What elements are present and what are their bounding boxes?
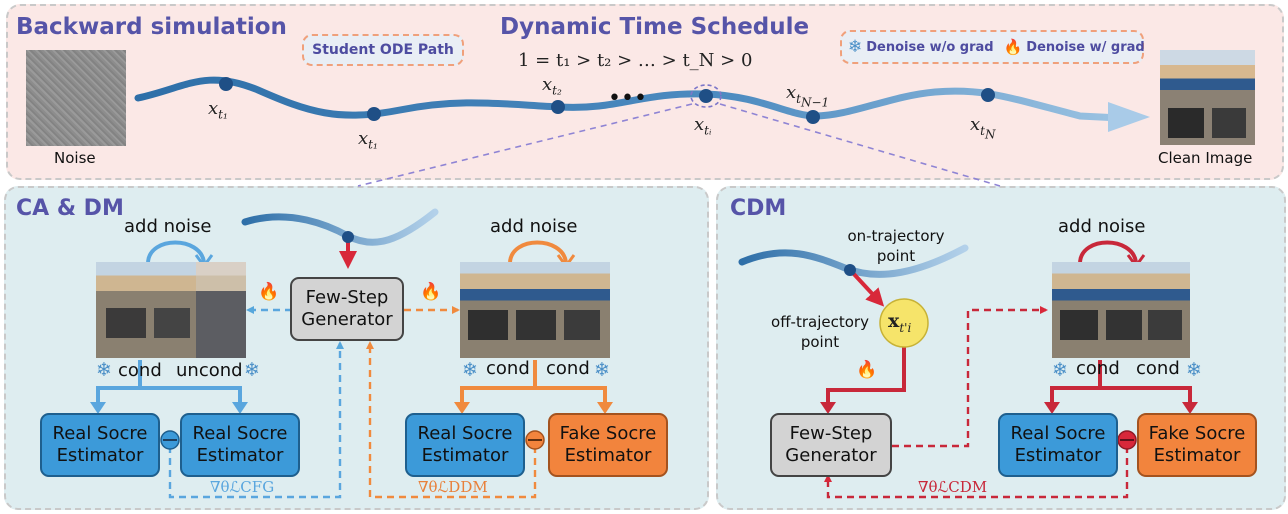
add-noise-label-left: add noise (124, 216, 212, 237)
snowflake-icon-4: ❄ (594, 359, 610, 381)
cdm-title: CDM (730, 196, 787, 221)
clean-image-label: Clean Image (1158, 149, 1253, 167)
ca-dm-title: CA & DM (16, 196, 124, 221)
schedule-equation: 1 = t₁ > t₂ > … > t_N > 0 (518, 50, 753, 71)
fire-icon: 🔥 (1003, 38, 1023, 56)
student-ode-path-tag: Student ODE Path (302, 34, 464, 66)
uncond-label: uncond (176, 360, 243, 381)
label-x-t1-a: xt₁ (208, 98, 228, 122)
real-score-estimator-4: Real Socre Estimator (998, 413, 1118, 477)
point-5 (806, 110, 820, 124)
legend: ❄ Denoise w/o grad 🔥 Denoise w/ grad (840, 30, 1145, 64)
cond-label-right-b: cond (1136, 358, 1180, 379)
snowflake-icon-1: ❄ (96, 359, 112, 381)
label-x-tN-1: xtN−1 (786, 82, 830, 109)
ca-dm-trajectory (241, 208, 439, 246)
snowflake-icon-6: ❄ (1186, 359, 1202, 381)
zoom-line-right (719, 103, 1001, 187)
fake-score-estimator-2: Fake Socre Estimator (1137, 413, 1257, 477)
grad-cdm-label: ∇θℒCDM (918, 478, 988, 496)
few-step-generator-right: Few-Step Generator (770, 413, 892, 477)
add-noise-loop-left (146, 240, 206, 263)
grad-ddm-label: ∇θℒDDM (418, 478, 488, 496)
label-x-ti: xtᵢ (694, 114, 712, 138)
ellipsis: ••• (608, 86, 647, 111)
trajectory-arrowhead (1108, 102, 1150, 132)
snowflake-icon-3: ❄ (462, 359, 478, 381)
real-score-estimator-3: Real Socre Estimator (405, 413, 525, 477)
noise-label: Noise (54, 149, 96, 167)
image-mid (460, 262, 610, 358)
point-6 (981, 88, 995, 102)
point-4 (699, 89, 713, 103)
off-trajectory-symbol: xt'i (888, 310, 912, 335)
add-noise-loop-mid (508, 240, 568, 263)
clean-image (1160, 50, 1255, 145)
cond-label-left: cond (118, 360, 162, 381)
student-ode-path (134, 76, 1124, 122)
minus-circle-right (1117, 430, 1137, 450)
zoom-line-left (357, 103, 693, 187)
cond-label-mid-a: cond (486, 358, 530, 379)
snowflake-icon-5: ❄ (1052, 359, 1068, 381)
minus-circle-mid (525, 430, 545, 450)
fire-icon-right: 🔥 (856, 360, 878, 380)
label-x-t2: xt₂ (542, 74, 562, 98)
fake-score-estimator-1: Fake Socre Estimator (548, 413, 668, 477)
on-trajectory-label: on-trajectory point (847, 227, 945, 265)
label-x-tN: xtN (970, 114, 996, 141)
backward-simulation-title: Backward simulation (16, 14, 287, 40)
off-trajectory-point (879, 298, 929, 348)
snowflake-icon: ❄ (848, 37, 863, 57)
grad-cfg-label: ∇θℒCFG (210, 478, 275, 496)
image-right (1052, 262, 1190, 358)
image-left (96, 262, 246, 358)
cdm-gen-to-image (892, 306, 1048, 448)
add-noise-label-mid: add noise (490, 216, 578, 237)
off-trajectory-arrow (850, 270, 885, 307)
selected-point-ring (690, 84, 722, 108)
point-2 (367, 107, 381, 121)
real-score-estimator-1: Real Socre Estimator (40, 413, 160, 477)
add-noise-label-right: add noise (1058, 216, 1146, 237)
on-trajectory-point (844, 264, 856, 276)
add-noise-loop-right (1078, 240, 1138, 263)
cond-label-mid-b: cond (546, 358, 590, 379)
fire-icon-left: 🔥 (258, 282, 280, 302)
cond-label-right-a: cond (1076, 358, 1120, 379)
few-step-generator-left: Few-Step Generator (290, 277, 404, 341)
off-trajectory-label: off-trajectory point (771, 313, 869, 351)
snowflake-icon-2: ❄ (244, 359, 260, 381)
cfg-feedback (168, 341, 344, 499)
real-score-estimator-2: Real Socre Estimator (180, 413, 300, 477)
cdm-feedback (824, 446, 1129, 499)
ca-dm-point (342, 231, 354, 243)
dynamic-time-schedule-title: Dynamic Time Schedule (500, 14, 810, 40)
ddm-feedback (366, 341, 537, 499)
minus-circle-left (160, 430, 180, 450)
noise-image (26, 50, 126, 146)
point-1 (219, 77, 233, 91)
fire-icon-mid: 🔥 (420, 282, 442, 302)
point-3 (551, 100, 565, 114)
label-x-t1-b: xt₁ (358, 128, 378, 152)
